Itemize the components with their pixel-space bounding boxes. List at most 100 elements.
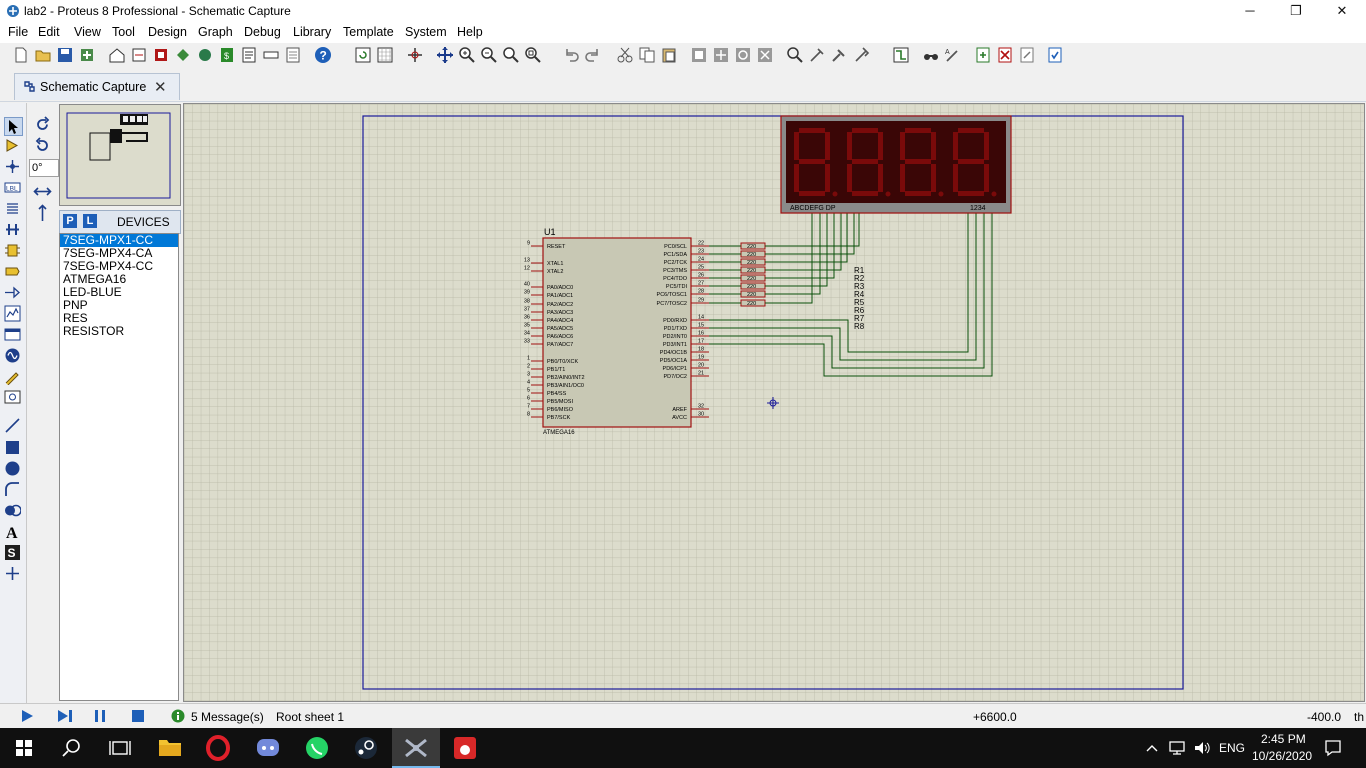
arc-tool-icon[interactable] xyxy=(4,481,21,498)
block-move-icon[interactable] xyxy=(712,46,730,64)
overview-window[interactable] xyxy=(59,104,181,206)
menu-design[interactable]: Design xyxy=(148,25,187,39)
notes-icon[interactable] xyxy=(284,46,302,64)
search-tag-icon[interactable] xyxy=(922,46,940,64)
open-folder-icon[interactable] xyxy=(34,46,52,64)
rotate-clockwise-icon[interactable] xyxy=(34,116,51,133)
block-copy-icon[interactable] xyxy=(690,46,708,64)
language-indicator[interactable]: ENG xyxy=(1219,741,1246,755)
new-file-icon[interactable] xyxy=(12,46,30,64)
text-tool-icon[interactable]: A xyxy=(4,523,21,540)
show-hidden-icons-icon[interactable] xyxy=(1145,741,1159,755)
source-code-icon[interactable] xyxy=(240,46,258,64)
home-icon[interactable] xyxy=(108,46,126,64)
zoom-all-icon[interactable] xyxy=(502,46,520,64)
box-tool-icon[interactable] xyxy=(4,439,21,456)
zoom-area-icon[interactable] xyxy=(524,46,542,64)
property-assignment-icon[interactable]: A xyxy=(944,46,962,64)
marker-tool-icon[interactable] xyxy=(4,565,21,582)
grid-toggle-icon[interactable] xyxy=(376,46,394,64)
device-list-item[interactable]: RES xyxy=(63,311,88,325)
tape-recorder-mode-icon[interactable] xyxy=(4,326,21,343)
path-tool-icon[interactable] xyxy=(4,502,21,519)
volume-icon[interactable] xyxy=(1193,740,1211,756)
clock-time[interactable]: 2:45 PM xyxy=(1261,732,1306,746)
import-icon[interactable] xyxy=(78,46,96,64)
virtual-instruments-mode-icon[interactable] xyxy=(4,389,21,406)
bom-icon[interactable]: $ xyxy=(218,46,236,64)
text-script-mode-icon[interactable] xyxy=(4,200,21,217)
pcb-layout-icon[interactable] xyxy=(152,46,170,64)
step-icon[interactable] xyxy=(57,709,73,723)
menu-graph[interactable]: Graph xyxy=(198,25,233,39)
paste-icon[interactable] xyxy=(660,46,678,64)
play-icon[interactable] xyxy=(20,709,34,723)
wire-label-mode-icon[interactable]: LBL xyxy=(4,179,21,196)
block-rotate-icon[interactable] xyxy=(734,46,752,64)
rotation-angle-field[interactable]: 0° xyxy=(29,159,59,177)
zoom-out-icon[interactable] xyxy=(480,46,498,64)
mirror-horizontal-icon[interactable] xyxy=(33,184,52,199)
stop-icon[interactable] xyxy=(131,709,145,723)
cut-icon[interactable] xyxy=(616,46,634,64)
device-list-item[interactable]: 7SEG-MPX4-CC xyxy=(63,259,154,273)
packaging-tool-icon[interactable] xyxy=(830,46,848,64)
pick-devices-button[interactable]: P xyxy=(63,214,77,228)
probe-mode-icon[interactable] xyxy=(4,368,21,385)
buses-mode-icon[interactable] xyxy=(4,221,21,238)
design-explorer-icon[interactable] xyxy=(262,46,280,64)
symbol-tool-icon[interactable]: S xyxy=(4,544,21,561)
wire-autorouter-icon[interactable] xyxy=(892,46,910,64)
gerber-viewer-icon[interactable] xyxy=(174,46,192,64)
terminals-mode-icon[interactable] xyxy=(4,263,21,280)
steam-icon[interactable] xyxy=(342,728,390,768)
close-button[interactable]: ✕ xyxy=(1336,3,1348,18)
component-mode-icon[interactable] xyxy=(4,137,21,154)
file-explorer-icon[interactable] xyxy=(146,728,194,768)
remove-sheet-icon[interactable] xyxy=(996,46,1014,64)
task-view-icon[interactable] xyxy=(96,728,144,768)
exit-to-parent-icon[interactable] xyxy=(1018,46,1036,64)
generator-mode-icon[interactable] xyxy=(4,347,21,364)
redo-icon[interactable] xyxy=(584,46,602,64)
junction-dot-mode-icon[interactable] xyxy=(4,158,21,175)
device-list-item[interactable]: ATMEGA16 xyxy=(63,272,127,286)
device-pins-mode-icon[interactable] xyxy=(4,284,21,301)
subcircuit-mode-icon[interactable] xyxy=(4,242,21,259)
new-sheet-icon[interactable] xyxy=(974,46,992,64)
pause-icon[interactable] xyxy=(94,709,106,723)
opera-icon[interactable] xyxy=(194,728,242,768)
zoom-in-icon[interactable] xyxy=(458,46,476,64)
clock-date[interactable]: 10/26/2020 xyxy=(1252,749,1313,763)
help-icon[interactable]: ? xyxy=(314,46,332,64)
menu-edit[interactable]: Edit xyxy=(38,25,60,39)
pan-icon[interactable] xyxy=(436,46,454,64)
menu-library[interactable]: Library xyxy=(293,25,332,39)
undo-icon[interactable] xyxy=(562,46,580,64)
menu-tool[interactable]: Tool xyxy=(112,25,135,39)
menu-help[interactable]: Help xyxy=(457,25,483,39)
tab-close-icon[interactable]: ✕ xyxy=(154,79,167,96)
selection-mode-icon[interactable] xyxy=(4,117,23,136)
whatsapp-icon[interactable] xyxy=(293,728,341,768)
tab-schematic-capture[interactable]: Schematic Capture ✕ xyxy=(14,73,180,100)
menu-file[interactable]: File xyxy=(8,25,29,39)
save-icon[interactable] xyxy=(56,46,74,64)
line-tool-icon[interactable] xyxy=(4,417,21,434)
origin-icon[interactable] xyxy=(406,46,424,64)
device-list-item[interactable]: PNP xyxy=(63,298,88,312)
search-icon[interactable] xyxy=(48,728,96,768)
restore-button[interactable]: ❐ xyxy=(1290,3,1302,18)
make-device-icon[interactable] xyxy=(808,46,826,64)
menu-system[interactable]: System xyxy=(405,25,447,39)
device-list-item[interactable]: RESISTOR xyxy=(63,324,125,338)
schematic-canvas[interactable]: U1 ATMEGA16 9RESET13XTAL112XTAL240PA0/AD… xyxy=(184,104,1364,701)
library-manager-button[interactable]: L xyxy=(83,214,97,228)
menu-view[interactable]: View xyxy=(74,25,101,39)
menu-debug[interactable]: Debug xyxy=(244,25,281,39)
device-list-item[interactable]: LED-BLUE xyxy=(63,285,122,299)
circle-tool-icon[interactable] xyxy=(4,460,21,477)
network-icon[interactable] xyxy=(1168,740,1186,756)
device-list-item[interactable]: 7SEG-MPX4-CA xyxy=(63,246,153,260)
decompose-icon[interactable] xyxy=(852,46,870,64)
